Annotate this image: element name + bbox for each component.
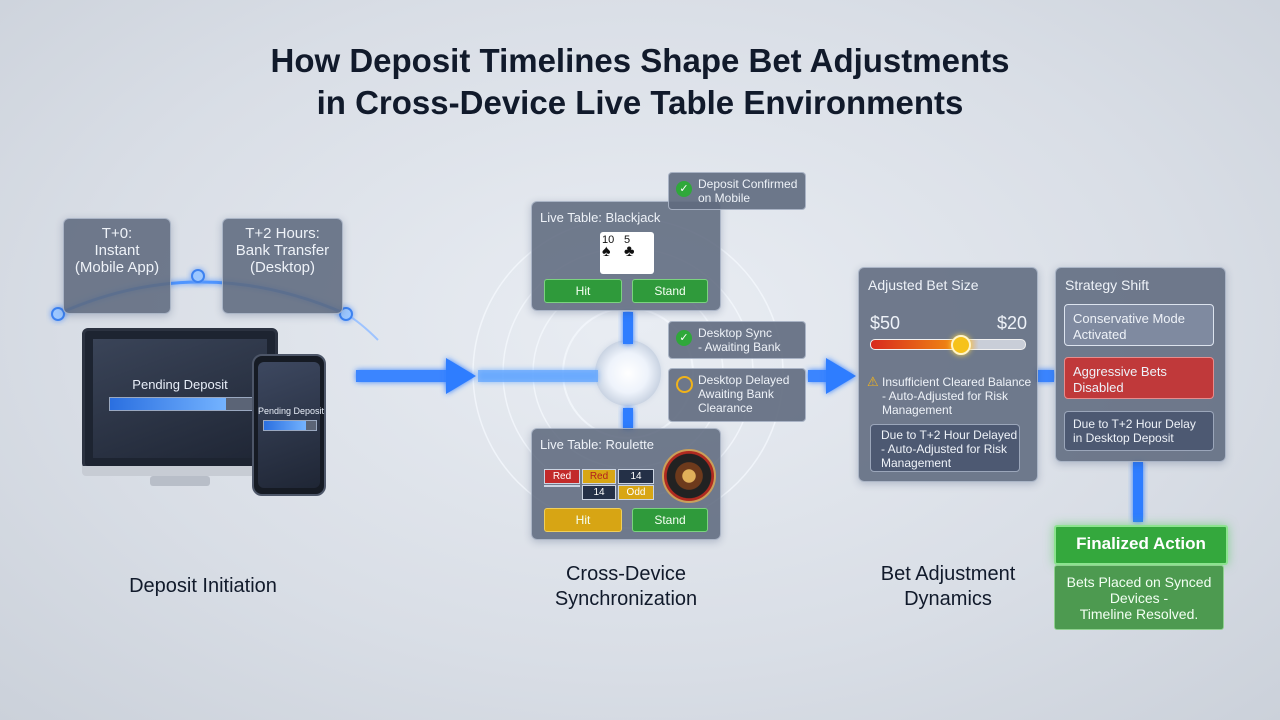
blackjack-hit-button[interactable]: Hit	[544, 279, 622, 303]
desktop-delayed-text: Desktop Delayed Awaiting Bank Clearance	[698, 373, 790, 415]
strategy-reason: Due to T+2 Hour Delay in Desktop Deposit	[1064, 411, 1214, 451]
spade-icon: ♠	[602, 243, 611, 260]
conservative-mode-badge: Conservative Mode Activated	[1064, 304, 1214, 346]
roulette-hit-button[interactable]: Hit	[544, 508, 622, 532]
check-circle-icon: ✓	[676, 330, 692, 346]
roulette-stand-button[interactable]: Stand	[632, 508, 708, 532]
bet-from-value: $50	[870, 313, 901, 333]
section-bet-adjustment: Bet Adjustment Dynamics	[880, 563, 1016, 610]
bank-transfer-label: T+2 Hours: Bank Transfer (Desktop)	[222, 218, 343, 314]
playing-card-2: 5 ♣	[622, 232, 654, 274]
title-line-1: How Deposit Timelines Shape Bet Adjustme…	[270, 42, 1010, 79]
aggressive-bets-badge: Aggressive Bets Disabled	[1064, 357, 1214, 399]
blackjack-title: Live Table: Blackjack	[540, 210, 661, 225]
finalized-action-button[interactable]: Finalized Action	[1054, 525, 1228, 565]
chip-red-1[interactable]: Red	[544, 469, 580, 484]
roulette-title: Live Table: Roulette	[540, 437, 654, 452]
arrow-head-2	[826, 358, 856, 394]
phone-progress-bar	[263, 420, 317, 431]
arrow-head-1	[446, 358, 476, 394]
deposit-confirmed-note: ✓ Deposit Confirmed on Mobile	[668, 172, 806, 210]
deposit-confirmed-text: Deposit Confirmed on Mobile	[698, 177, 798, 205]
bet-delay-detail: Due to T+2 Hour Delayed - Auto-Adjusted …	[870, 424, 1020, 472]
phone-pending-text: Pending Deposit	[258, 406, 325, 416]
chip-red-2[interactable]: Red	[582, 469, 616, 484]
club-icon: ♣	[624, 243, 635, 260]
strategy-title: Strategy Shift	[1065, 277, 1150, 293]
monitor-progress-fill	[110, 398, 226, 410]
check-circle-icon: ✓	[676, 181, 692, 197]
desktop-sync-note: ✓ Desktop Sync - Awaiting Bank	[668, 321, 806, 359]
roulette-panel: Live Table: Roulette Red Red 14 14 Odd H…	[531, 428, 721, 540]
timeline-node-start	[51, 307, 65, 321]
blackjack-panel: Live Table: Blackjack 10 ♠ 5 ♣ Hit Stand	[531, 201, 721, 311]
section-deposit-initiation: Deposit Initiation	[129, 575, 277, 597]
title-line-2: in Cross-Device Live Table Environments	[316, 84, 964, 121]
bet-size-title: Adjusted Bet Size	[868, 277, 979, 293]
chip-14[interactable]: 14	[618, 469, 654, 484]
page-title: How Deposit Timelines Shape Bet Adjustme…	[0, 40, 1280, 124]
phone-progress-fill	[264, 421, 306, 430]
finalized-result: Bets Placed on Synced Devices - Timeline…	[1054, 565, 1224, 630]
bet-to-value: $20	[996, 313, 1027, 333]
roulette-wheel-icon	[662, 449, 716, 503]
bet-warning-text: Insufficient Cleared Balance - Auto-Adju…	[882, 375, 1032, 417]
desktop-sync-text: Desktop Sync - Awaiting Bank	[698, 326, 781, 354]
monitor-screen: Pending Deposit	[93, 339, 267, 458]
desktop-delayed-note: Desktop Delayed Awaiting Bank Clearance	[668, 368, 806, 422]
clock-icon	[676, 376, 693, 393]
monitor-progress-bar	[109, 397, 256, 411]
card-2-rank: 5	[624, 234, 631, 246]
phone-screen: Pending Deposit	[258, 362, 325, 488]
monitor-pending-text: Pending Deposit	[132, 377, 228, 392]
chip-blank[interactable]	[544, 485, 580, 487]
instant-deposit-label: T+0: Instant (Mobile App)	[63, 218, 171, 314]
mobile-phone: Pending Deposit	[252, 354, 326, 496]
card-1-rank: 10	[602, 234, 615, 246]
timeline-node-mid	[191, 269, 205, 283]
section-cross-device: Cross-Device Synchronization	[554, 563, 698, 610]
chip-odd[interactable]: Odd	[618, 485, 654, 500]
monitor-stand	[82, 466, 278, 476]
bet-size-slider[interactable]	[870, 339, 1026, 350]
chip-14-b[interactable]: 14	[582, 485, 616, 500]
warning-triangle-icon: ⚠	[867, 374, 879, 389]
monitor-base	[150, 476, 210, 486]
bet-size-slider-knob[interactable]	[951, 335, 972, 355]
blackjack-stand-button[interactable]: Stand	[632, 279, 708, 303]
desktop-monitor: Pending Deposit	[82, 328, 278, 469]
sync-core	[595, 340, 661, 406]
